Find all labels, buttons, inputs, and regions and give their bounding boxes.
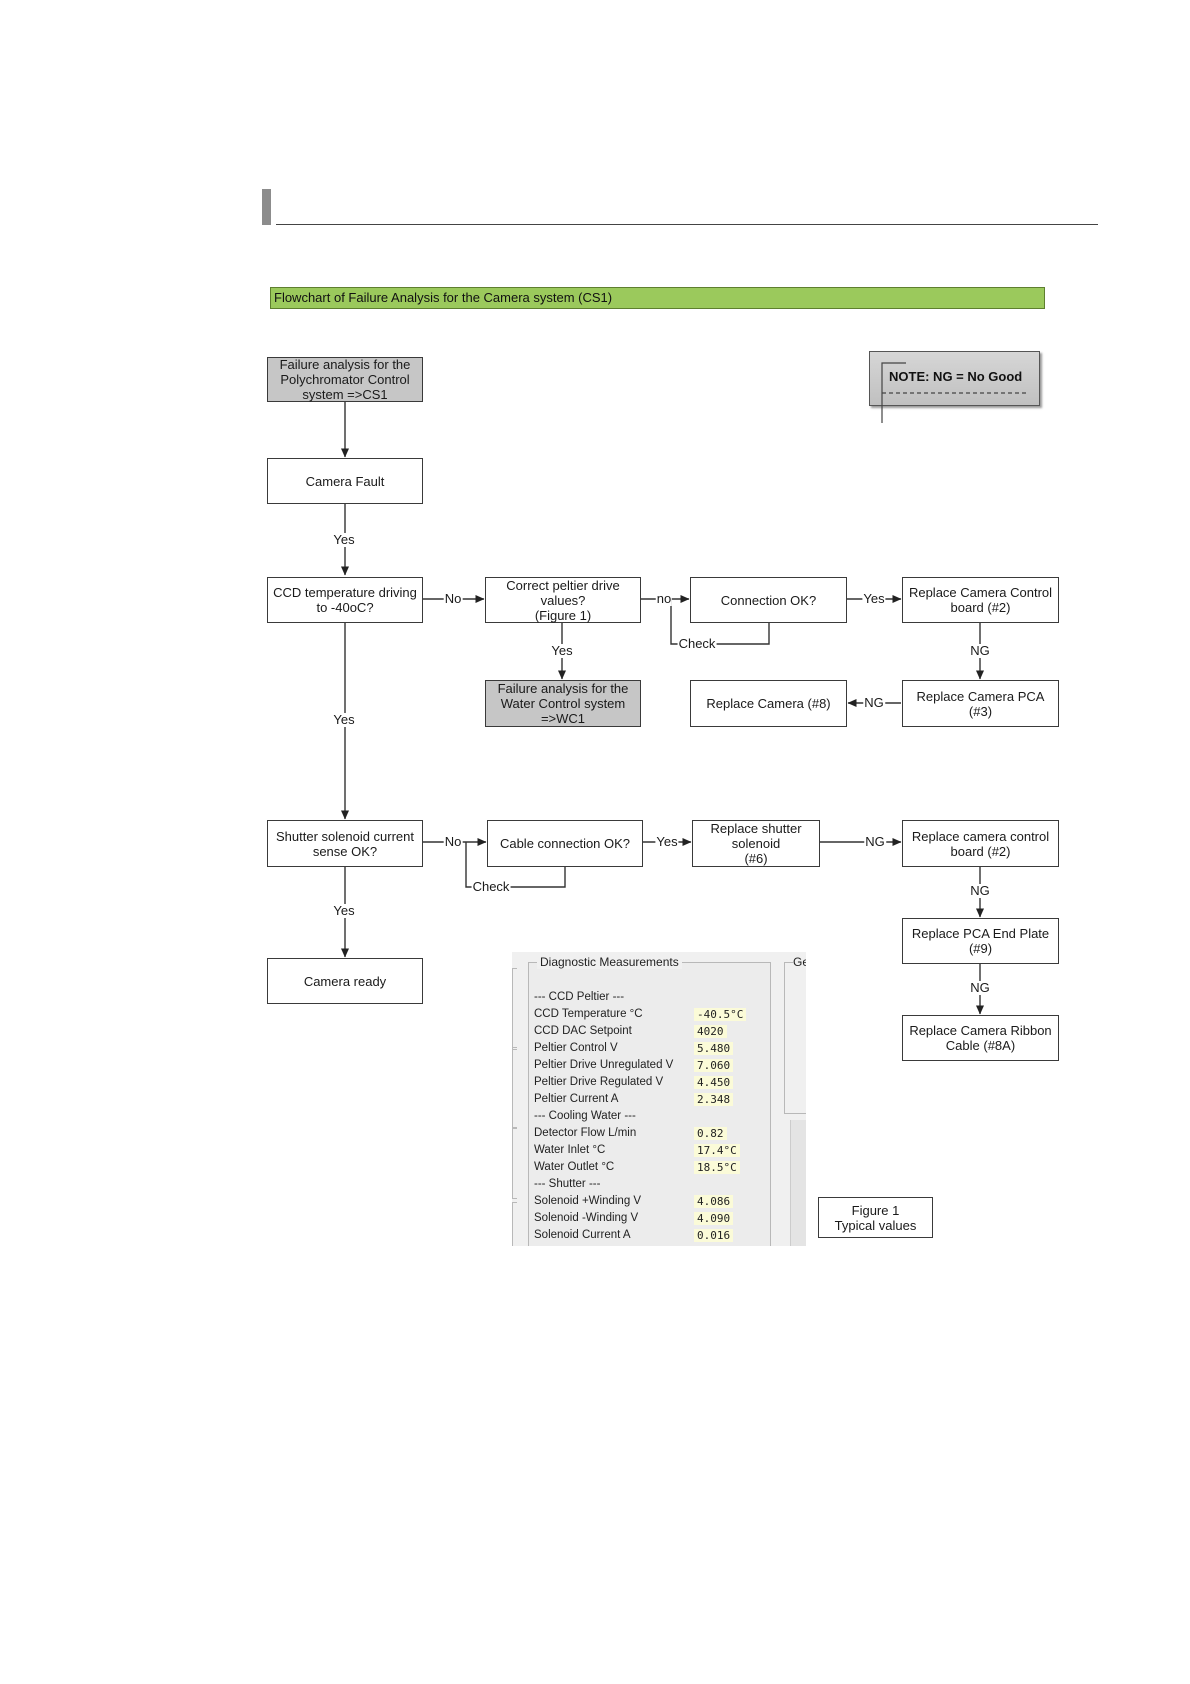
- measurement-value: 4020: [694, 1025, 727, 1038]
- panel-edge: [512, 968, 517, 1050]
- node-cable-connection: Cable connection OK?: [487, 820, 643, 867]
- node-water-control-wc1: Failure analysis for the Water Control s…: [485, 680, 641, 727]
- measurement-row: Peltier Drive Regulated V 4.450: [534, 1076, 774, 1092]
- edge-label-yes: Yes: [332, 532, 356, 547]
- node-replace-control-board-2: Replace camera control board (#2): [902, 820, 1059, 867]
- edge-label-check: Check: [677, 636, 717, 651]
- node-replace-pca-end-plate: Replace PCA End Plate (#9): [902, 918, 1059, 964]
- measurement-value: 4.450: [694, 1076, 734, 1089]
- edge-label-yes: Yes: [332, 712, 356, 727]
- measurement-label: Solenoid Current A: [534, 1229, 631, 1241]
- measurement-row: Detector Flow L/min 0.82: [534, 1127, 774, 1143]
- edge-label-no: no: [655, 591, 673, 606]
- node-shutter-sense: Shutter solenoid current sense OK?: [267, 820, 423, 867]
- section-ccd-peltier: --- CCD Peltier ---: [534, 991, 625, 1003]
- edge-label-check: Check: [471, 879, 511, 894]
- node-start-cs1: Failure analysis for the Polychromator C…: [267, 357, 423, 402]
- measurement-row: Peltier Drive Unregulated V 7.060: [534, 1059, 774, 1075]
- measurement-value: 17.4°C: [694, 1144, 740, 1157]
- measurement-row: Peltier Control V 5.480: [534, 1042, 774, 1058]
- panel-background: [790, 1120, 806, 1246]
- measurement-value: 4.090: [694, 1212, 734, 1225]
- node-connection-ok: Connection OK?: [690, 577, 847, 623]
- measurement-label: Water Outlet °C: [534, 1161, 615, 1173]
- measurement-value: 0.82: [694, 1127, 727, 1140]
- measurement-row: Peltier Current A 2.348: [534, 1093, 774, 1109]
- legend-note: NOTE: NG = No Good: [869, 351, 1040, 423]
- measurement-row: Solenoid +Winding V 4.086: [534, 1195, 774, 1211]
- measurement-value: 2.348: [694, 1093, 734, 1106]
- measurement-label: Peltier Drive Regulated V: [534, 1076, 664, 1088]
- measurement-label: Solenoid +Winding V: [534, 1195, 642, 1207]
- measurement-label: Peltier Drive Unregulated V: [534, 1059, 674, 1071]
- measurement-row: CCD Temperature °C -40.5°C: [534, 1008, 774, 1024]
- measurement-value: -40.5°C: [694, 1008, 747, 1021]
- measurement-row: Water Inlet °C 17.4°C: [534, 1144, 774, 1160]
- edge-label-ng: NG: [969, 643, 991, 658]
- edge-label-yes: Yes: [550, 643, 574, 658]
- edge-label-no: No: [443, 834, 463, 849]
- measurement-label: Peltier Control V: [534, 1042, 618, 1054]
- measurement-label: Detector Flow L/min: [534, 1127, 637, 1139]
- measurement-value: 18.5°C: [694, 1161, 740, 1174]
- measurement-label: Solenoid -Winding V: [534, 1212, 639, 1224]
- general-group-title: Ge: [793, 955, 806, 969]
- edge-label-no: No: [443, 591, 463, 606]
- measurement-label: CCD Temperature °C: [534, 1008, 643, 1020]
- edge-label-yes: Yes: [332, 903, 356, 918]
- node-ccd-temperature: CCD temperature driving to -40oC?: [267, 577, 423, 623]
- edge-label-ng: NG: [863, 695, 885, 710]
- measurement-label: Peltier Current A: [534, 1093, 619, 1105]
- diagnostic-measurements-panel: Ge Diagnostic Measurements --- CCD Pelti…: [512, 952, 806, 1246]
- edge-label-yes: Yes: [862, 591, 886, 606]
- panel-edge: [512, 1127, 517, 1199]
- measurement-label: Water Inlet °C: [534, 1144, 606, 1156]
- node-peltier-values: Correct peltier drive values? (Figure 1): [485, 577, 641, 623]
- node-camera-fault: Camera Fault: [267, 458, 423, 504]
- flowchart-title-banner: Flowchart of Failure Analysis for the Ca…: [270, 287, 1045, 309]
- note-text: NOTE: NG = No Good: [889, 369, 1023, 384]
- node-replace-camera-pca: Replace Camera PCA (#3): [902, 680, 1059, 727]
- section-marker: [262, 189, 271, 225]
- measurement-value: 0.016: [694, 1229, 734, 1242]
- node-camera-ready: Camera ready: [267, 958, 423, 1004]
- note-bracket-icon: [881, 362, 1027, 423]
- diagnostics-title: Diagnostic Measurements: [537, 955, 682, 969]
- figure-1-caption: Figure 1 Typical values: [818, 1197, 933, 1238]
- edge-label-yes: Yes: [655, 834, 679, 849]
- node-replace-ribbon-cable: Replace Camera Ribbon Cable (#8A): [902, 1015, 1059, 1061]
- measurement-value: 7.060: [694, 1059, 734, 1072]
- panel-edge: [512, 1047, 517, 1129]
- edge-label-ng: NG: [969, 980, 991, 995]
- measurement-value: 5.480: [694, 1042, 734, 1055]
- node-replace-control-board: Replace Camera Control board (#2): [902, 577, 1059, 623]
- measurement-row: CCD DAC Setpoint 4020: [534, 1025, 774, 1041]
- measurement-value: 4.086: [694, 1195, 734, 1208]
- header-rule: [276, 224, 1098, 225]
- node-replace-camera: Replace Camera (#8): [690, 680, 847, 727]
- edge-label-ng: NG: [864, 834, 886, 849]
- general-group: Ge: [784, 955, 806, 1114]
- edge-label-ng: NG: [969, 883, 991, 898]
- measurement-row: Water Outlet °C 18.5°C: [534, 1161, 774, 1177]
- measurement-row: Solenoid -Winding V 4.090: [534, 1212, 774, 1228]
- measurement-row: Solenoid Current A 0.016: [534, 1229, 774, 1245]
- section-cooling-water: --- Cooling Water ---: [534, 1110, 636, 1122]
- node-replace-shutter-solenoid: Replace shutter solenoid (#6): [692, 820, 820, 867]
- measurement-label: CCD DAC Setpoint: [534, 1025, 632, 1037]
- section-shutter: --- Shutter ---: [534, 1178, 601, 1190]
- panel-edge: [512, 1202, 517, 1246]
